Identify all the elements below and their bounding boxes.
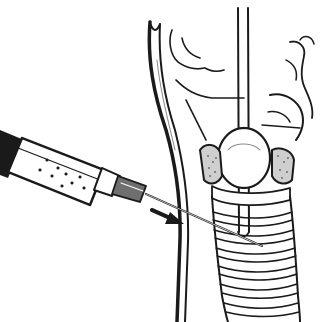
tube-cuff — [218, 128, 270, 188]
syringe-barrel — [0, 130, 104, 205]
pharynx-contours — [170, 30, 244, 140]
skin-surface — [149, 22, 188, 322]
cricoid-cartilage — [212, 186, 290, 205]
vocal-structures — [262, 37, 314, 140]
trachea-rings — [213, 212, 299, 317]
syringe-hub — [94, 168, 146, 202]
